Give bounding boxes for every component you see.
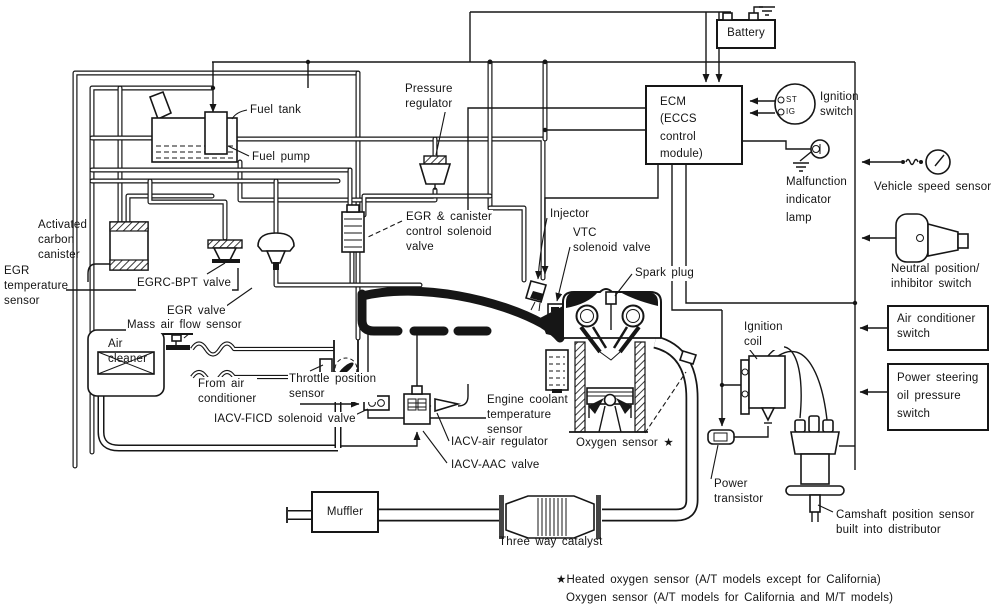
harness-wires (66, 6, 916, 470)
engine-shape (540, 288, 662, 433)
label-egrc-bpt: EGRC-BPT valve (136, 276, 233, 291)
label-fuel-pump: Fuel pump (252, 151, 311, 163)
label-iacv-air: IACV-air regulator (450, 435, 549, 450)
label-maf: Mass air flow sensor (126, 318, 243, 333)
footnote-line-2: Oxygen sensor (A/T models for California… (566, 592, 894, 604)
battery-shape (716, 12, 776, 49)
label-ac-switch: Air conditioner switch (897, 313, 976, 340)
activated-carbon-canister-shape (87, 221, 149, 282)
egr-valve-shape (257, 232, 295, 270)
label-vtc-solenoid: VTC solenoid valve (572, 226, 652, 256)
label-air-cleaner: Air cleaner (108, 338, 148, 365)
label-ecm: ECM (ECCS control module) (660, 96, 703, 160)
label-egr-valve: EGR valve (166, 304, 227, 319)
label-ect: Engine coolant temperature sensor (486, 393, 569, 438)
iacv-air-regulator-shape (434, 398, 462, 413)
muffler-shape (311, 491, 379, 533)
mil-lamp-shape (810, 139, 830, 159)
label-muffler: Muffler (326, 506, 364, 518)
label-injector: Injector (549, 207, 591, 222)
ignition-coil-shape (740, 355, 786, 424)
label-ign-st: ST (786, 95, 798, 104)
label-battery: Battery (727, 27, 765, 39)
label-ps-switch: Power steering oil pressure switch (897, 372, 979, 420)
label-oxygen-sensor: Oxygen sensor ★ (575, 436, 675, 451)
oxygen-sensor-shape (644, 350, 698, 434)
label-from-ac: From air conditioner (197, 377, 258, 407)
distributor-shape (785, 415, 845, 522)
label-neutral-switch: Neutral position/ inhibitor switch (891, 263, 980, 290)
label-fuel-tank: Fuel tank (250, 104, 302, 116)
power-transistor-shape (707, 429, 735, 445)
iacv-aac-shape (403, 334, 431, 425)
label-canister: Activated carbon canister (38, 219, 88, 261)
three-way-catalyst-shape (499, 495, 601, 539)
label-vss: Vehicle speed sensor (874, 181, 992, 193)
vacuum-tubes (72, 59, 548, 469)
pressure-regulator-shape (418, 155, 452, 190)
ignition-switch-shape (774, 83, 816, 125)
ac-switch-box (887, 305, 989, 351)
vehicle-speed-sensor-shape (901, 149, 951, 175)
label-iacv-aac: IACV-AAC valve (450, 458, 541, 473)
label-ign-ig: IG (786, 107, 796, 116)
egr-canister-solenoid-shape (341, 204, 365, 253)
ps-switch-box (887, 363, 989, 431)
ecm-shape (645, 85, 743, 165)
neutral-switch-shape (895, 213, 969, 263)
label-mil: Malfunction indicator lamp (786, 176, 848, 224)
label-pressure-regulator: Pressure regulator (404, 82, 454, 112)
fuel-tank-shape (148, 90, 238, 163)
egrc-bpt-valve-shape (207, 239, 243, 263)
exhaust-system (286, 335, 699, 523)
label-power-transistor: Power transistor (713, 477, 765, 507)
label-ignition-coil: Ignition coil (743, 320, 784, 350)
label-catalyst: Three way catalyst (499, 536, 603, 548)
label-egr-canister-solenoid: EGR & canister control solenoid valve (405, 210, 494, 255)
label-tps: Throttle position sensor (288, 372, 378, 402)
label-ignition-switch: Ignition switch (820, 91, 859, 118)
label-spark-plug: Spark plug (634, 266, 695, 281)
label-camshaft-sensor: Camshaft position sensor built into dist… (836, 509, 975, 536)
label-egr-temp: EGR temperature sensor (4, 265, 69, 307)
label-iacv-ficd: IACV-FICD solenoid valve (213, 412, 357, 427)
injector-shape (525, 280, 547, 312)
footnote-line-1: ★Heated oxygen sensor (A/T models except… (556, 574, 881, 586)
